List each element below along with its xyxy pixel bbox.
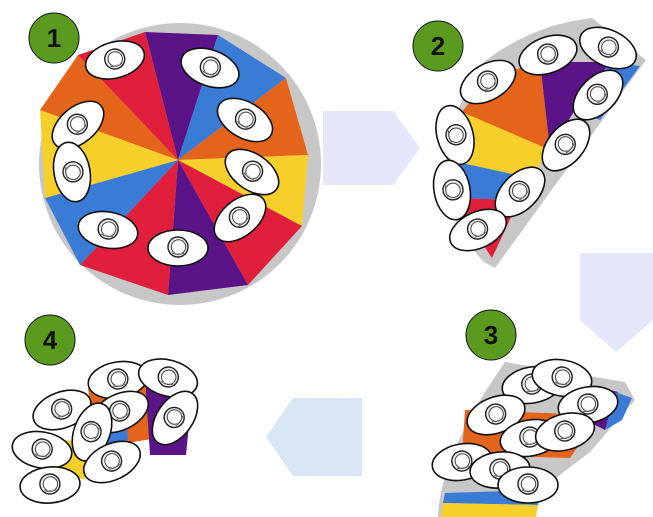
stage-3-folded-strip	[428, 354, 635, 517]
arrow-right-1-to-2	[323, 111, 420, 185]
step-badge-2: 2	[412, 20, 464, 72]
slice-orange	[40, 55, 178, 160]
step-badge-1: 1	[28, 12, 80, 64]
stage-4-rolled-pizza	[8, 352, 208, 507]
step-badge-4: 4	[24, 314, 76, 366]
olive	[147, 229, 209, 267]
step-number: 2	[431, 31, 445, 61]
step-number: 3	[484, 320, 498, 350]
olive	[497, 466, 559, 504]
step-number: 1	[47, 23, 61, 53]
slice-blue	[178, 35, 286, 160]
slice-yellow	[441, 503, 538, 517]
olive	[17, 463, 83, 507]
stage-2-half-pizza	[428, 18, 646, 268]
step-badge-3: 3	[465, 309, 517, 361]
stage-1-whole-pizza	[39, 23, 321, 305]
arrow-left-3-to-4	[266, 398, 362, 476]
arrow-down-2-to-3	[580, 253, 653, 352]
slice-blue	[605, 392, 632, 430]
slice-yellow	[448, 112, 550, 178]
olives	[8, 352, 208, 507]
step-number: 4	[43, 325, 58, 355]
